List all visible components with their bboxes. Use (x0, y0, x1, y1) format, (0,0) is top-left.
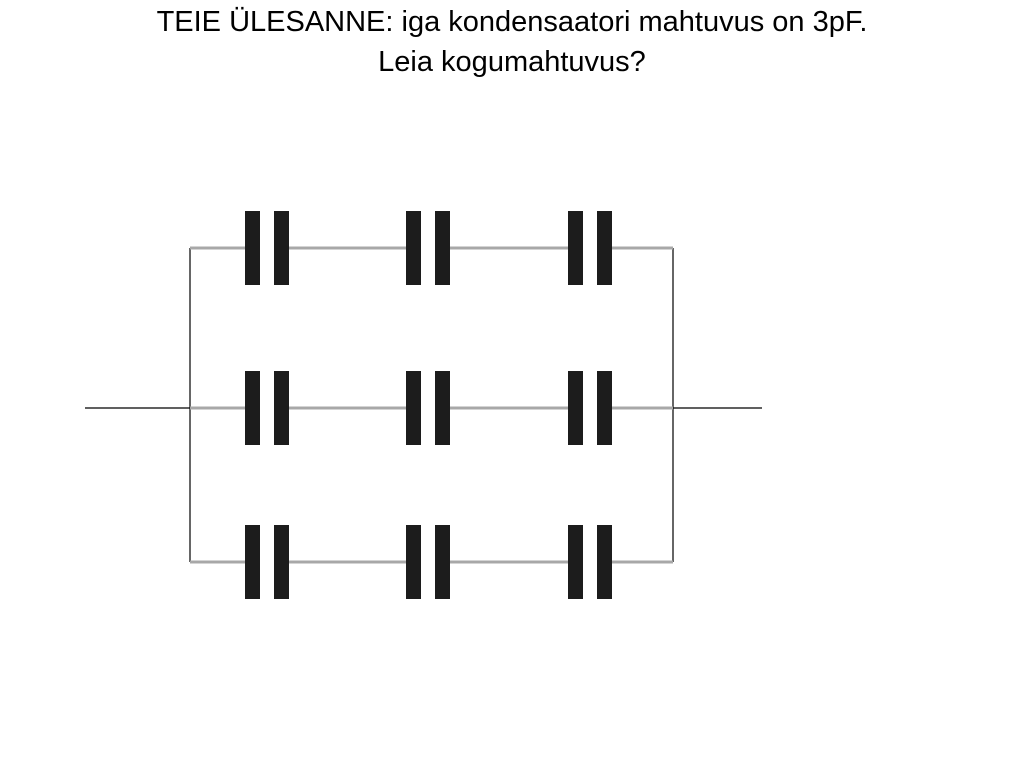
capacitor-2-2 (406, 371, 450, 445)
capacitor-plate-right (274, 211, 289, 285)
capacitor-1-2 (406, 211, 450, 285)
capacitor-plate-right (597, 525, 612, 599)
capacitor-plate-right (597, 211, 612, 285)
capacitor-2-1 (245, 371, 289, 445)
capacitor-3-2 (406, 525, 450, 599)
capacitor-1-1 (245, 211, 289, 285)
capacitor-plate-left (568, 211, 583, 285)
capacitor-3-3 (568, 525, 612, 599)
capacitor-plate-left (406, 525, 421, 599)
capacitor-2-3 (568, 371, 612, 445)
capacitor-plate-left (245, 211, 260, 285)
title-line-2: Leia kogumahtuvus? (378, 46, 646, 78)
capacitors (245, 211, 612, 599)
slide-title: TEIE ÜLESANNE: iga kondensaatori mahtuvu… (0, 2, 1024, 82)
capacitor-1-3 (568, 211, 612, 285)
capacitor-plate-right (274, 525, 289, 599)
capacitor-plate-left (568, 525, 583, 599)
capacitor-plate-right (597, 371, 612, 445)
capacitor-plate-left (568, 371, 583, 445)
capacitor-plate-right (435, 211, 450, 285)
capacitor-3-1 (245, 525, 289, 599)
capacitor-plate-left (245, 525, 260, 599)
circuit-wires (85, 246, 762, 564)
title-line-1: TEIE ÜLESANNE: iga kondensaatori mahtuvu… (156, 6, 868, 38)
capacitor-plate-right (435, 371, 450, 445)
capacitor-plate-left (245, 371, 260, 445)
capacitor-plate-left (406, 211, 421, 285)
capacitor-plate-right (435, 525, 450, 599)
capacitor-plate-left (406, 371, 421, 445)
capacitor-plate-right (274, 371, 289, 445)
